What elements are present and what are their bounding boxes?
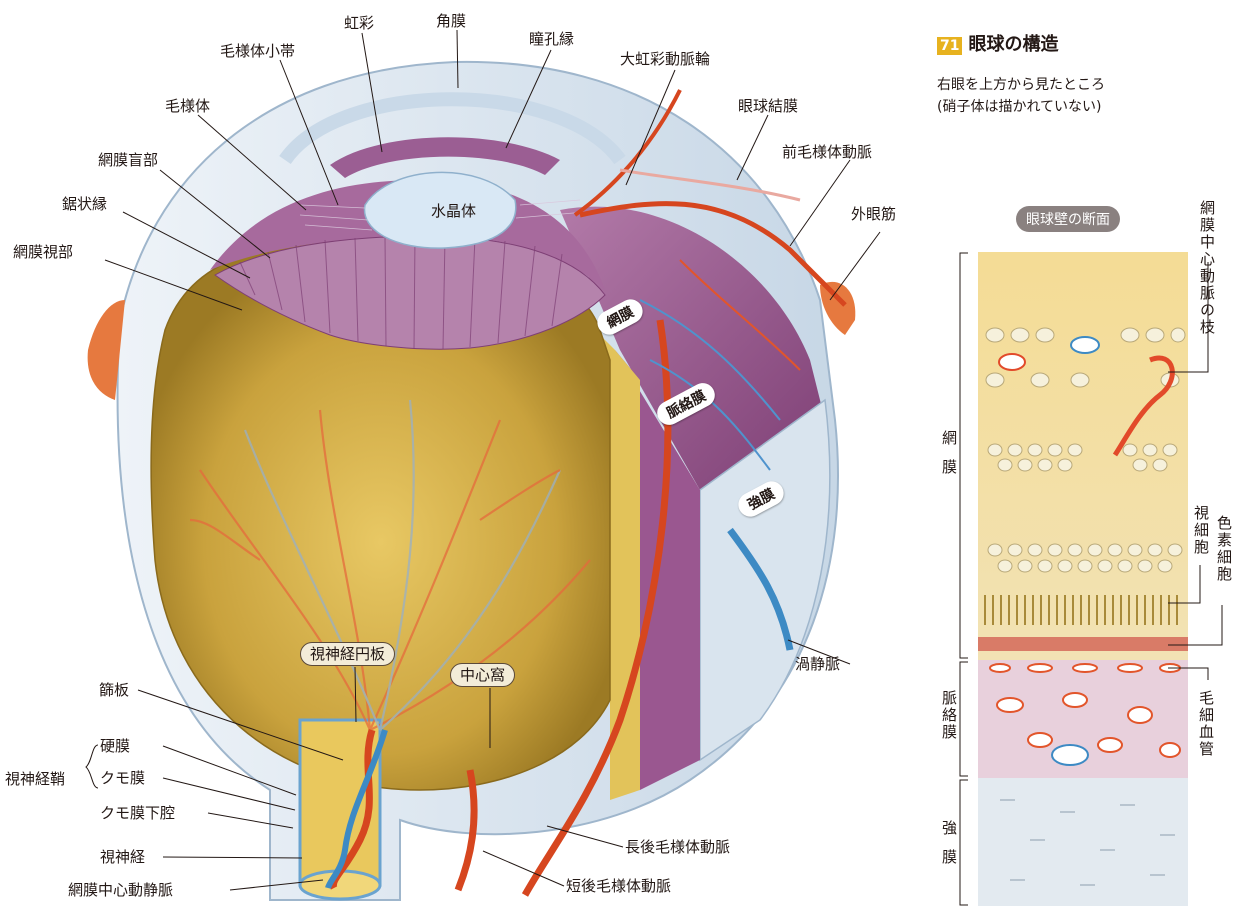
label-section-sclera: 強膜 (940, 820, 958, 878)
label-retina-blind-part: 網膜盲部 (98, 151, 158, 169)
label-ora-serrata: 鋸状縁 (62, 195, 107, 213)
label-pupil-margin: 瞳孔縁 (529, 30, 574, 48)
label-central-branch: 網膜中心動脈の枝 (1198, 200, 1216, 336)
figure-number: 71 (937, 37, 962, 55)
label-vortex-vein: 渦静脈 (795, 655, 840, 673)
subtitle-line-2: (硝子体は描かれていない) (937, 96, 1102, 116)
label-arachnoid: クモ膜 (100, 769, 145, 787)
section-vessel-a (999, 354, 1025, 370)
label-fovea: 中心窩 (450, 663, 515, 687)
section-vessel-b (1071, 337, 1099, 353)
label-lamina-cribrosa: 篩板 (99, 681, 129, 699)
label-optic-nerve: 視神経 (100, 848, 145, 866)
figure-title-text: 眼球の構造 (968, 34, 1058, 55)
label-dura: 硬膜 (100, 737, 130, 755)
label-short-post-ciliary: 短後毛様体動脈 (566, 877, 671, 895)
label-visual-cells: 視細胞 (1192, 505, 1210, 556)
wall-section (960, 252, 1222, 906)
label-capillary: 毛細血管 (1197, 690, 1215, 758)
label-anterior-ciliary-artery: 前毛様体動脈 (782, 143, 872, 161)
label-pigment-cells: 色素細胞 (1215, 515, 1233, 583)
label-retina-optic-part: 網膜視部 (13, 243, 73, 261)
subtitle-line-1: 右眼を上方から見たところ (937, 74, 1105, 94)
label-major-arterial-circle: 大虹彩動脈輪 (620, 50, 710, 68)
label-cornea: 角膜 (436, 12, 466, 30)
figure-title: 71 眼球の構造 (937, 30, 1058, 56)
label-extraocular-muscle: 外眼筋 (851, 205, 896, 223)
label-zonule: 毛様体小帯 (220, 42, 295, 60)
label-central-vessels: 網膜中心動静脈 (68, 881, 173, 899)
label-section-choroid: 脈絡膜 (940, 690, 958, 741)
label-ciliary-body: 毛様体 (165, 97, 210, 115)
section-title: 眼球壁の断面 (1016, 206, 1120, 232)
label-subarachnoid: クモ膜下腔 (100, 804, 175, 822)
label-iris: 虹彩 (344, 14, 374, 32)
label-long-post-ciliary: 長後毛様体動脈 (625, 838, 730, 856)
eyeball (88, 62, 856, 900)
label-optic-disc: 視神経円板 (300, 642, 395, 666)
label-section-retina: 網膜 (940, 430, 958, 488)
label-lens: 水晶体 (431, 202, 476, 220)
label-bulbar-conjunctiva: 眼球結膜 (738, 97, 798, 115)
section-pigment-layer (978, 637, 1188, 651)
section-sclera (978, 778, 1188, 906)
section-choroid-vein (1052, 745, 1088, 765)
label-optic-sheath: 視神経鞘 (5, 770, 65, 788)
